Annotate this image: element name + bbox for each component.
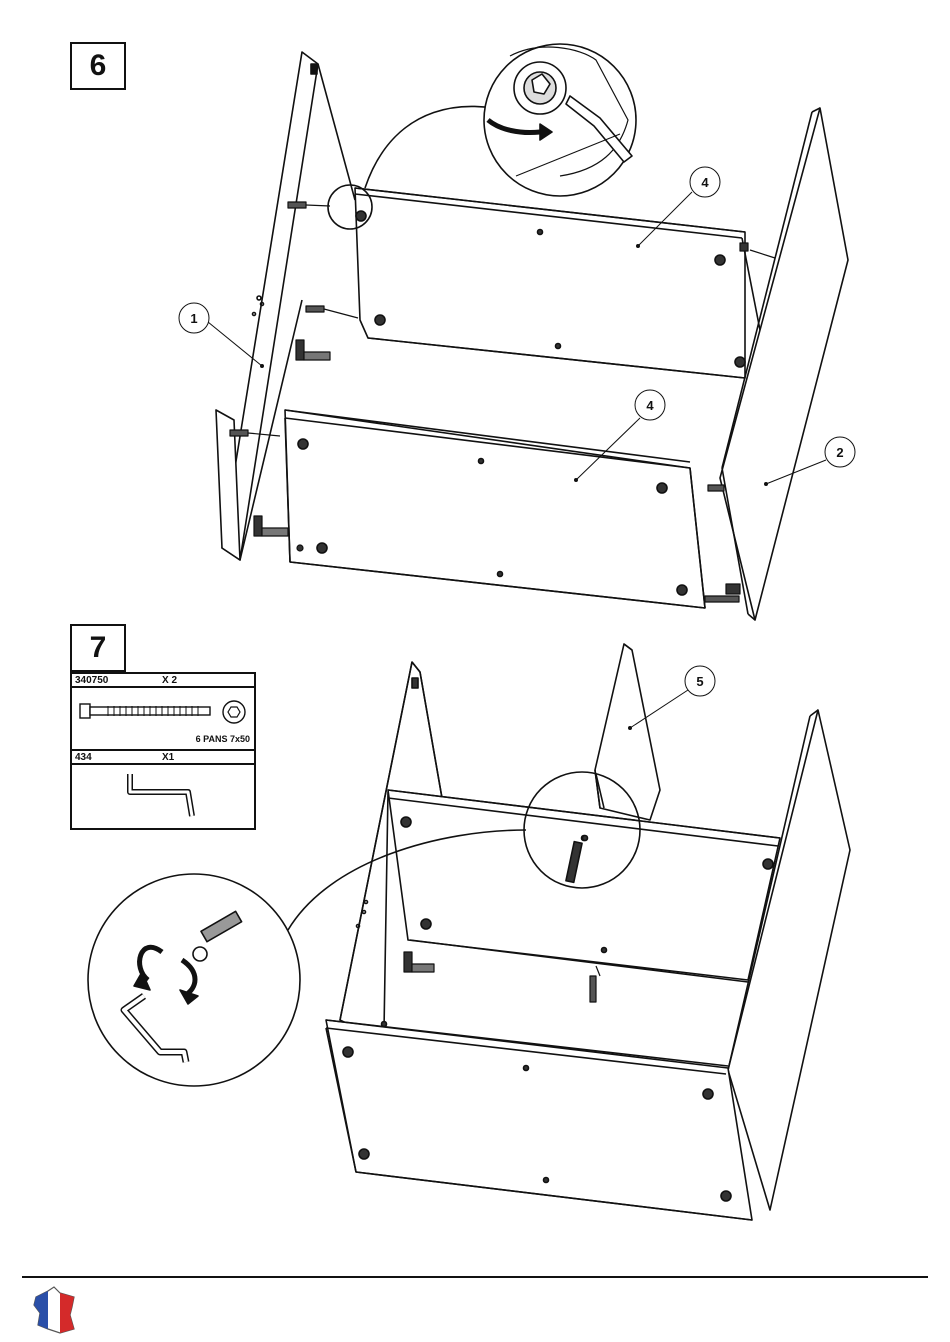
back-panel-step7 [388,790,780,982]
front-panel-step7 [326,1020,752,1220]
part-code: 434 [75,752,92,763]
back-panel-4 [355,188,760,378]
screw-icon [78,692,254,732]
france-flag-icon [30,1285,82,1335]
front-panel-4 [285,410,705,608]
allen-key-icon [122,770,202,826]
parts-table: 340750 X 2 6 PANS 7x50 434 X1 [70,672,256,830]
part-quantity: X1 [162,752,174,763]
part-quantity: X 2 [162,675,177,686]
screw-spec: 6 PANS 7x50 [196,734,250,744]
table-divider [72,686,254,688]
allen-key-detail [88,874,300,1086]
callout-panel-2: 2 [836,445,843,460]
footer-divider [22,1276,928,1278]
step-6-illustration [179,44,855,620]
table-divider [72,749,254,751]
callout-panel-4-front: 4 [646,398,654,413]
callout-panel-5: 5 [696,674,703,689]
part-code: 340750 [75,675,108,686]
callout-panel-1: 1 [190,311,197,326]
callout-panel-4-back: 4 [701,175,709,190]
table-divider [72,763,254,765]
